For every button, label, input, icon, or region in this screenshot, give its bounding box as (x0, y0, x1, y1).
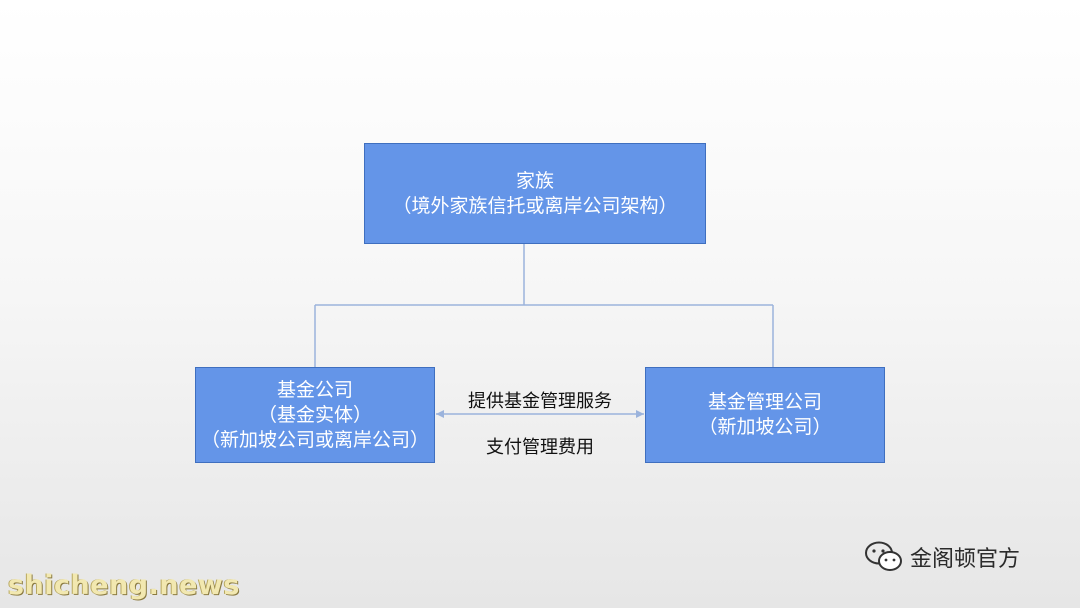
family-title: 家族 (515, 169, 554, 192)
family-subtitle: （境外家族信托或离岸公司架构） (392, 194, 678, 217)
fund-company-subtitle: （基金实体） (257, 403, 372, 426)
management-company-node: 基金管理公司 （新加坡公司） (645, 367, 885, 463)
provide-service-label: 提供基金管理服务 (468, 391, 612, 412)
arrow-head-right (636, 410, 644, 418)
site-watermark: shicheng.news (8, 570, 240, 601)
fund-company-note: （新加坡公司或离岸公司） (200, 428, 429, 451)
account-name: 金阁顿官方 (910, 547, 1021, 572)
fund-company-node: 基金公司 （基金实体） （新加坡公司或离岸公司） (195, 367, 435, 463)
pay-fee-label: 支付管理费用 (486, 437, 594, 458)
management-company-title: 基金管理公司 (707, 391, 822, 413)
management-company-subtitle: （新加坡公司） (698, 416, 832, 438)
arrow-head-left (436, 410, 444, 418)
account-watermark: 金阁顿官方 (864, 540, 1020, 574)
wechat-icon (865, 541, 902, 571)
fund-company-title: 基金公司 (276, 378, 353, 401)
family-node: 家族 （境外家族信托或离岸公司架构） (364, 143, 706, 244)
